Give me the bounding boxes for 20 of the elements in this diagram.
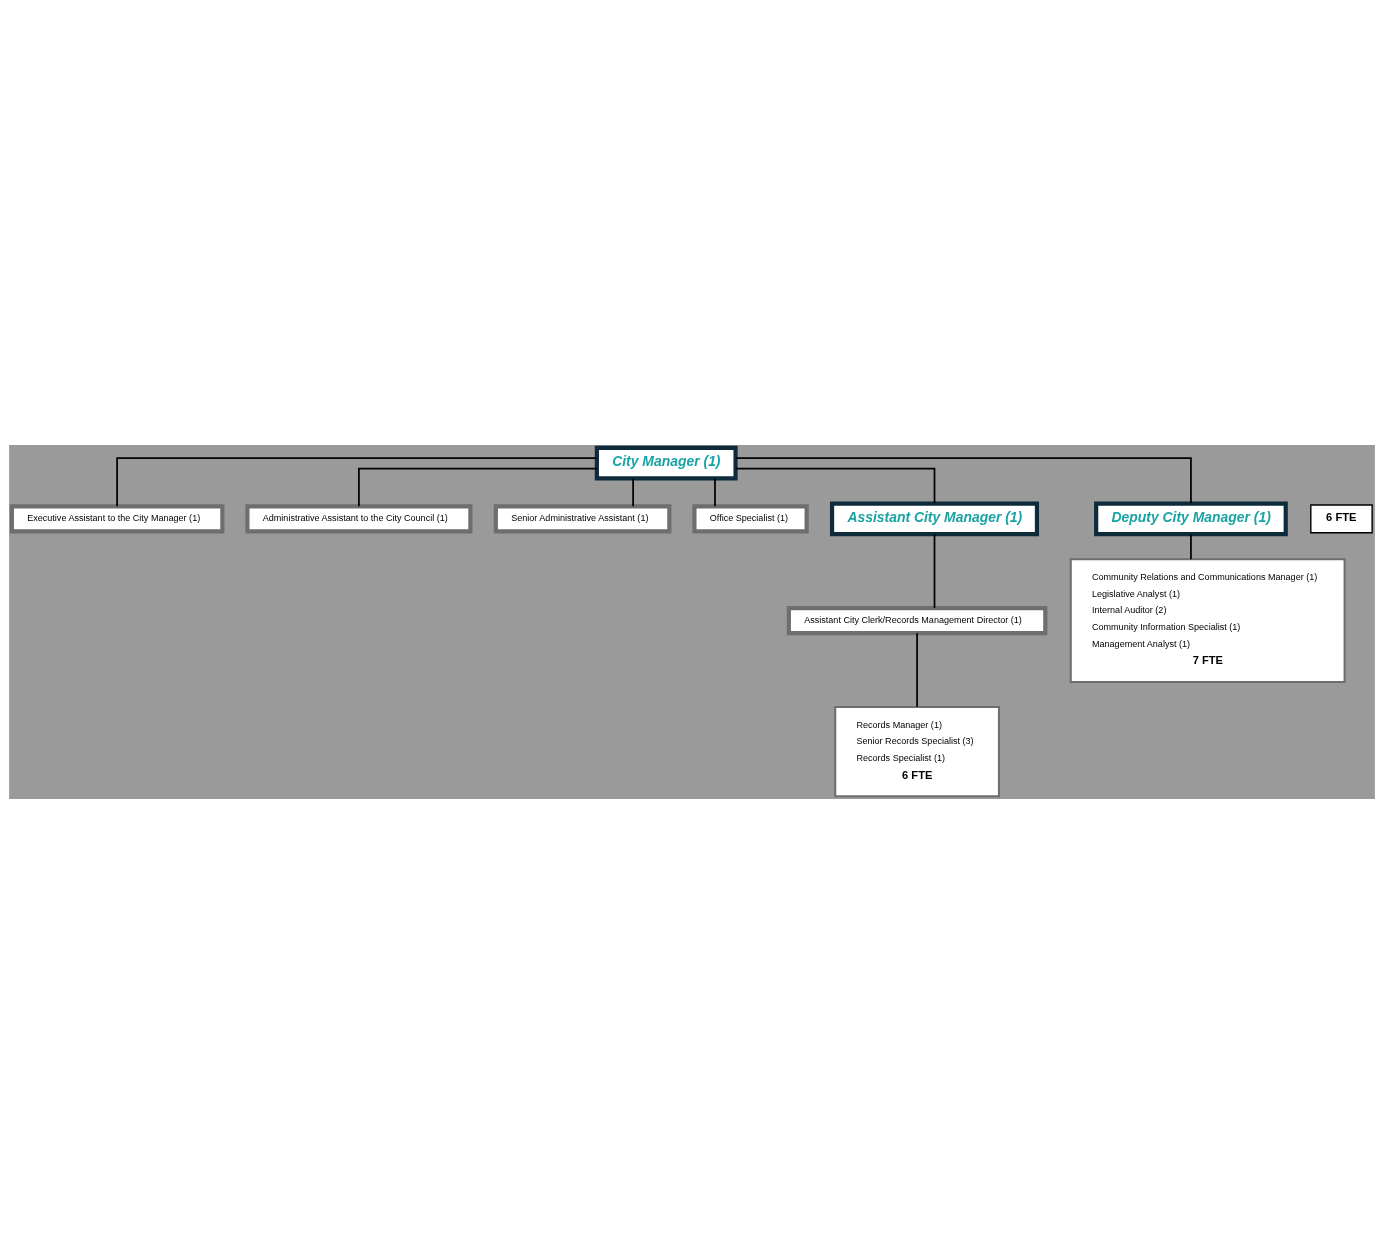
node-box: Office Specialist (1)	[692, 503, 809, 533]
node-box: City Manager (1)	[594, 445, 738, 481]
connector	[933, 532, 936, 609]
connector	[358, 467, 598, 507]
connector	[116, 456, 598, 507]
connector	[632, 477, 634, 507]
node-box: Community Relations and Communications Manager (1) Legislative Analyst (1) Internal Auditor (2) Community Information Specialist (1) Management Analyst (1) 7 FTE	[1069, 557, 1346, 683]
node-box: Administrative Assistant to the City Council (1)	[245, 503, 473, 533]
connector	[714, 477, 716, 507]
connector	[1190, 532, 1192, 560]
connector	[734, 456, 1192, 504]
node-box: 6 FTE	[1310, 503, 1373, 533]
node-box: Assistant City Manager (1)	[830, 500, 1040, 536]
connector	[734, 467, 936, 504]
node-box: Assistant City Clerk/Records Management Director (1)	[786, 605, 1048, 635]
node-box: Senior Administrative Assistant (1)	[493, 503, 672, 533]
node-box: Executive Assistant to the City Manager (1)	[9, 503, 225, 533]
connector	[916, 631, 918, 708]
node-box: Deputy City Manager (1)	[1094, 500, 1288, 536]
node-box: Records Manager (1) Senior Records Specialist (3) Records Specialist (1) 6 FTE	[834, 705, 1000, 797]
